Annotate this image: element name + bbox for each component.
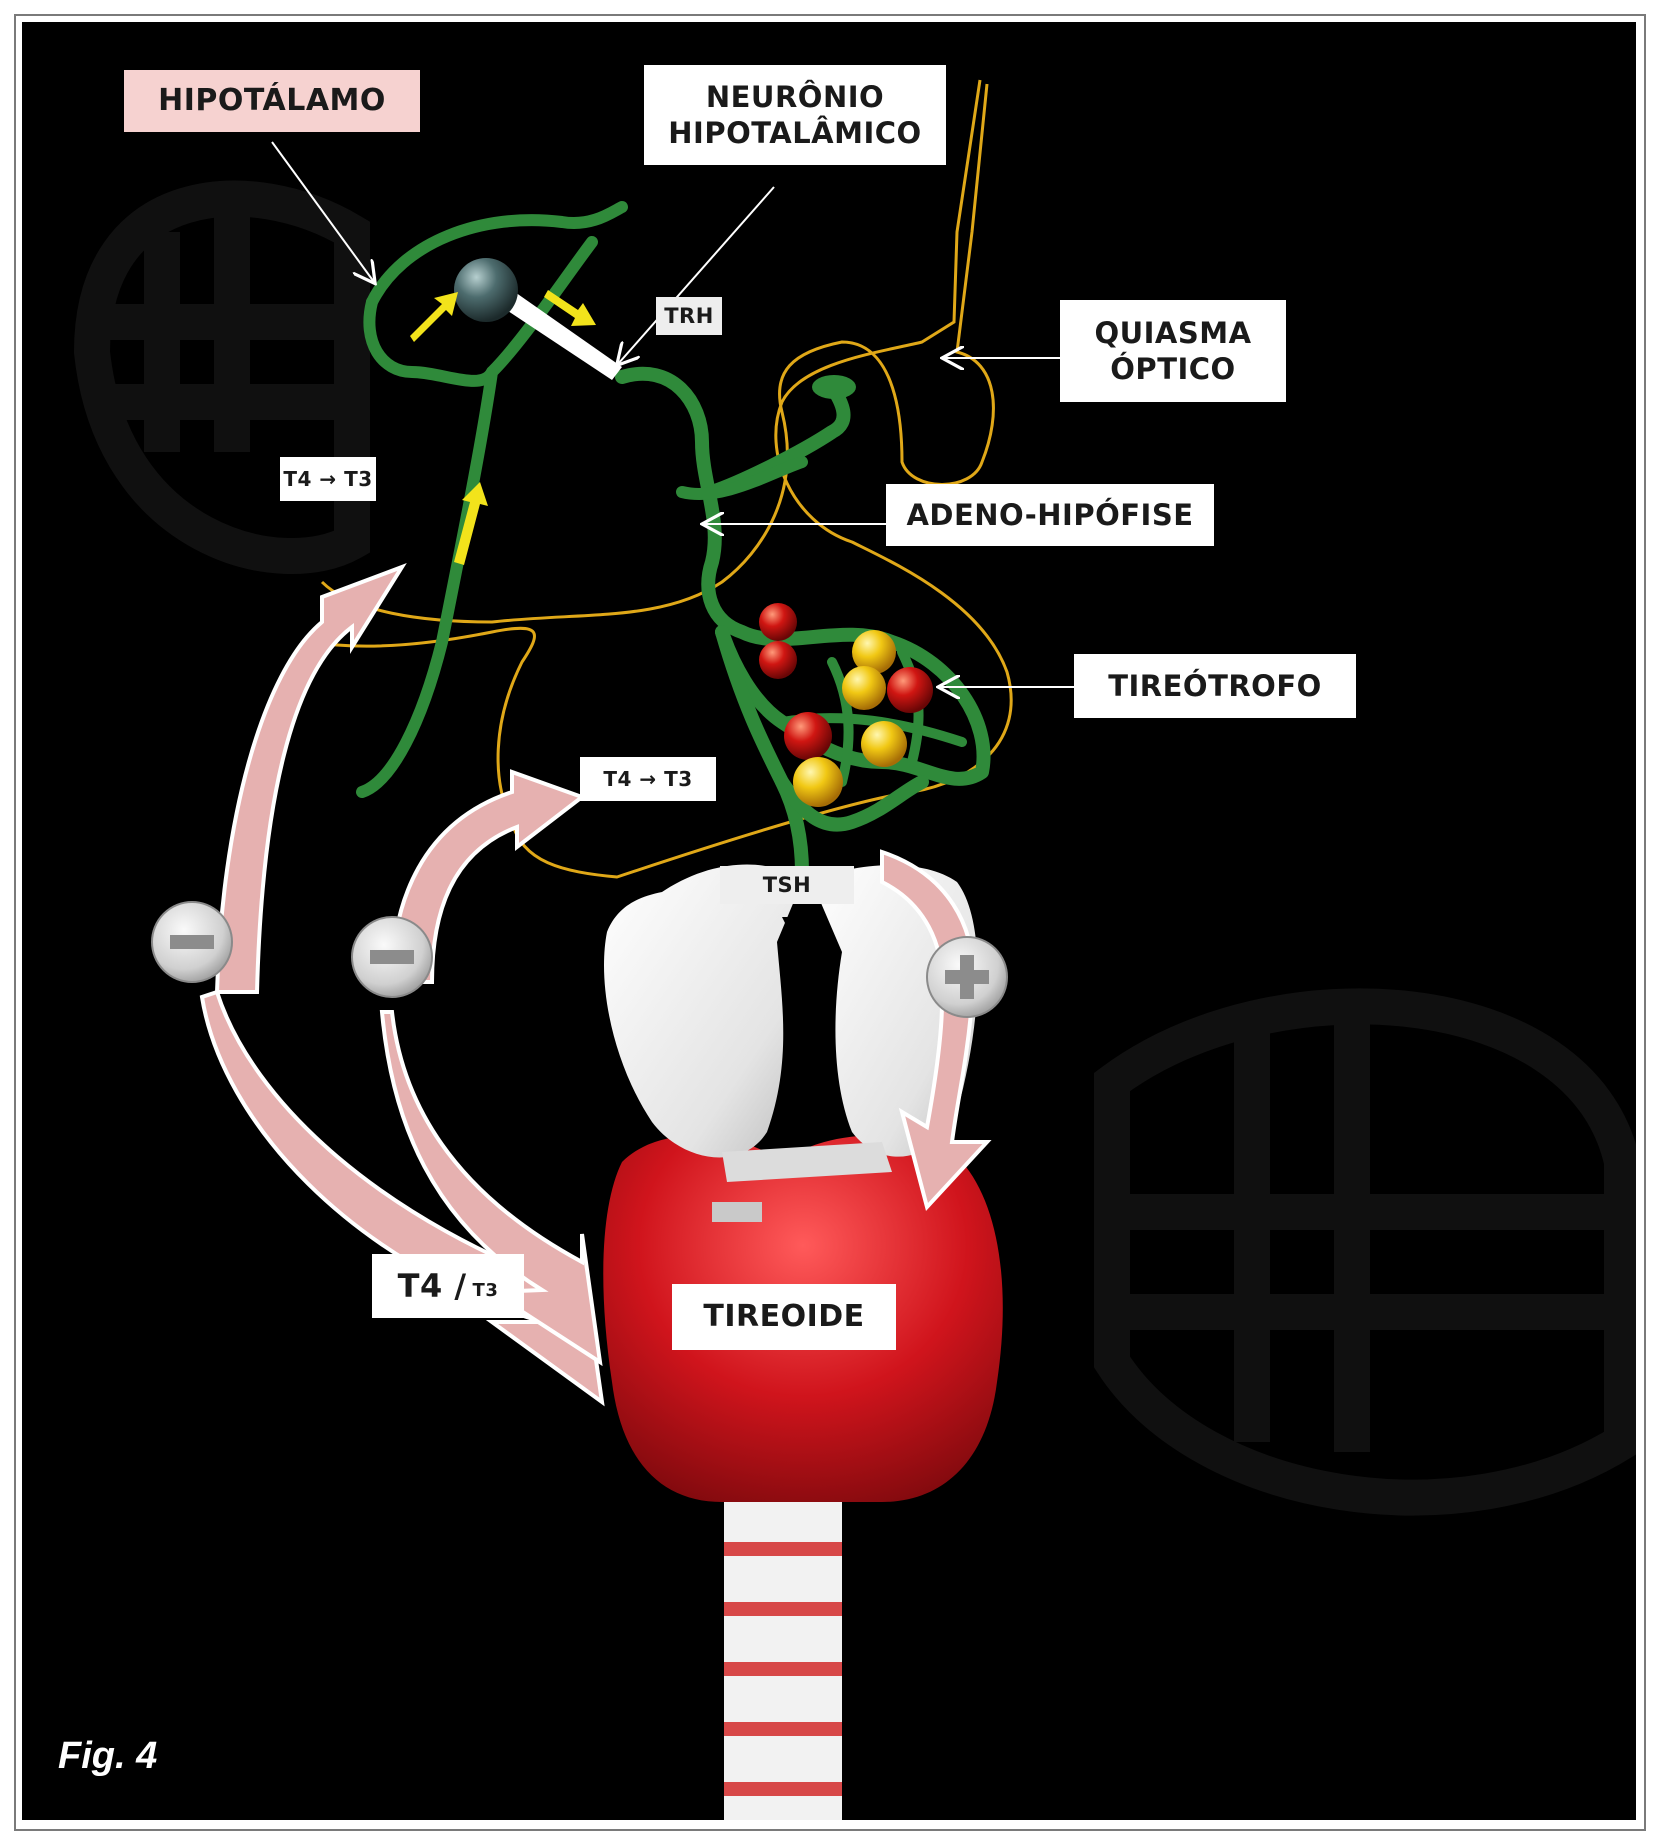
watermark-logo-left bbox=[92, 199, 352, 556]
watermark-logo-right bbox=[1112, 1006, 1622, 1497]
label-quiasma-line2: ÓPTICO bbox=[1110, 351, 1235, 387]
label-tireotrofo-text: TIREÓTROFO bbox=[1108, 668, 1322, 704]
neuron-body bbox=[454, 258, 518, 322]
label-t3-sub: T3 bbox=[473, 1270, 499, 1303]
label-hipotalamo: HIPOTÁLAMO bbox=[124, 70, 420, 132]
diagram-panel: HIPOTÁLAMO NEURÔNIO HIPOTALÂMICO TRH QUI… bbox=[22, 22, 1636, 1820]
minus-sign-middle bbox=[352, 917, 432, 997]
label-t4-t3-lower-text: T4 → T3 bbox=[603, 767, 692, 792]
label-t4-t3-lower: T4 → T3 bbox=[580, 757, 716, 801]
label-tsh: TSH bbox=[720, 866, 854, 904]
label-neuronio-line1: NEURÔNIO bbox=[706, 79, 884, 115]
label-trh-text: TRH bbox=[664, 303, 714, 329]
label-hipotalamo-text: HIPOTÁLAMO bbox=[158, 82, 386, 120]
label-neuronio-hipotalamico: NEURÔNIO HIPOTALÂMICO bbox=[644, 65, 946, 165]
label-trh: TRH bbox=[656, 297, 722, 335]
label-adeno-hipofise: ADENO-HIPÓFISE bbox=[886, 484, 1214, 546]
diagram-artwork bbox=[22, 22, 1636, 1820]
label-adeno-hipofise-text: ADENO-HIPÓFISE bbox=[906, 497, 1193, 533]
label-t4-t3-upper: T4 → T3 bbox=[280, 457, 376, 501]
label-tireoide: TIREOIDE bbox=[672, 1284, 896, 1350]
label-quiasma-optico: QUIASMA ÓPTICO bbox=[1060, 300, 1286, 402]
label-quiasma-line1: QUIASMA bbox=[1094, 315, 1251, 351]
minus-sign-left bbox=[152, 902, 232, 982]
label-t4-t3-hormones: T4 / T3 bbox=[372, 1254, 524, 1318]
label-t4-main: T4 / bbox=[398, 1266, 467, 1306]
label-t4-t3-upper-text: T4 → T3 bbox=[283, 467, 372, 492]
trachea bbox=[724, 1502, 842, 1820]
plus-sign bbox=[927, 937, 1007, 1017]
label-tireoide-text: TIREOIDE bbox=[703, 1298, 864, 1336]
pituitary-stalk-top bbox=[812, 375, 856, 399]
label-tireotrofo: TIREÓTROFO bbox=[1074, 654, 1356, 718]
label-tsh-text: TSH bbox=[763, 872, 812, 898]
figure-caption: Fig. 4 bbox=[58, 1735, 157, 1778]
label-neuronio-line2: HIPOTALÂMICO bbox=[668, 115, 921, 151]
